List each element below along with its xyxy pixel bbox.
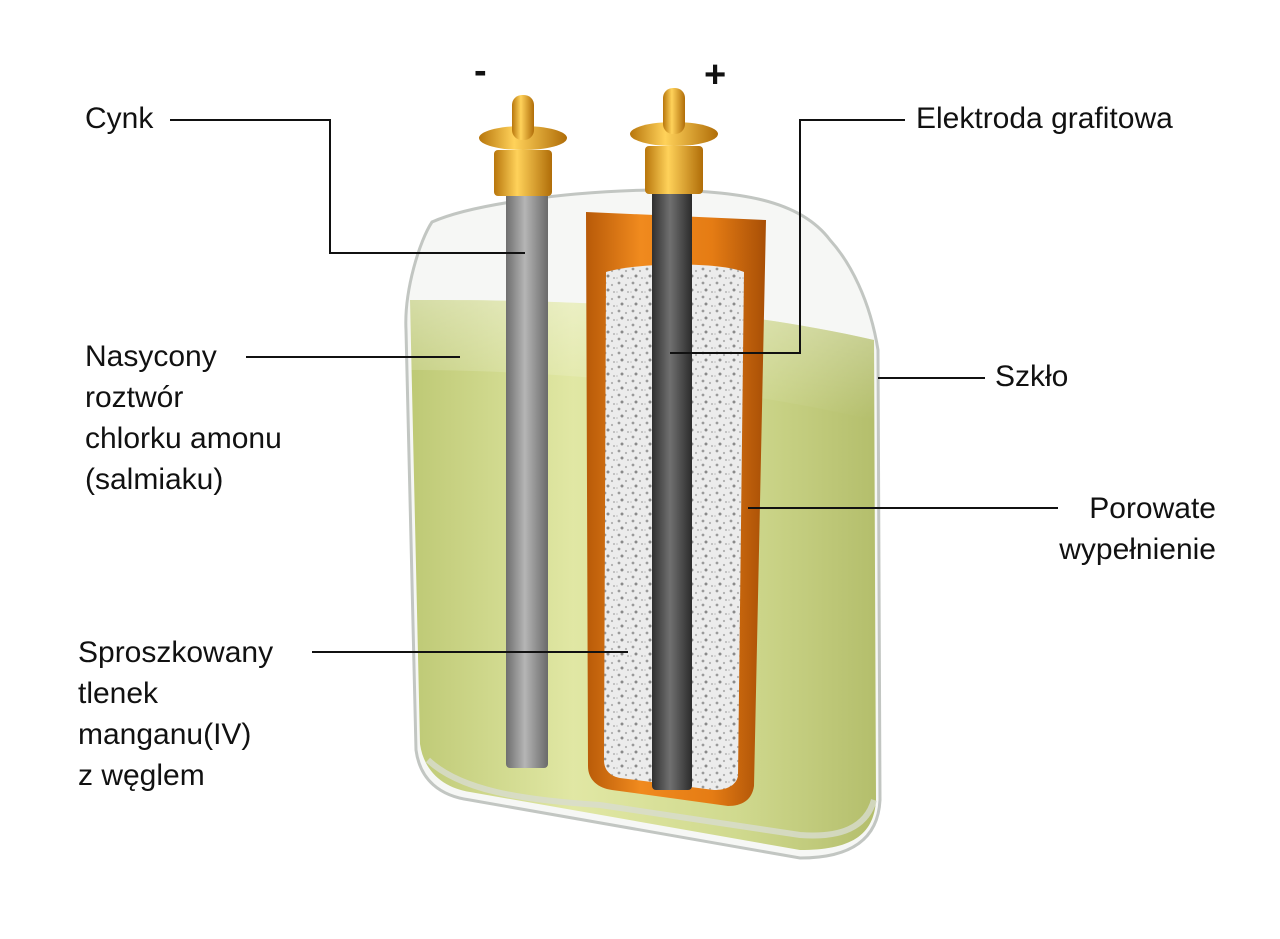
label-graphite-line-1: Elektroda grafitowa bbox=[916, 102, 1173, 135]
positive-terminal-cap bbox=[630, 88, 718, 194]
label-ammonium-chloride-solution: Nasycony roztwór chlorku amonu (salmiaku… bbox=[85, 336, 282, 500]
label-solution-line-3: chlorku amonu bbox=[85, 422, 282, 455]
label-graphite-electrode: Elektroda grafitowa bbox=[916, 98, 1173, 139]
leader-line-zinc bbox=[170, 119, 525, 254]
negative-terminal-cap bbox=[479, 95, 567, 196]
leader-line-graphite bbox=[670, 119, 905, 354]
label-powder-line-3: manganu(IV) bbox=[78, 718, 252, 751]
label-glass: Szkło bbox=[995, 356, 1068, 397]
label-powder-line-4: z węglem bbox=[78, 759, 205, 792]
label-solution-line-2: roztwór bbox=[85, 381, 184, 414]
label-powder-line-2: tlenek bbox=[78, 677, 159, 710]
label-porous-line-2: wypełnienie bbox=[1059, 533, 1216, 566]
jar-bottom-rim bbox=[425, 757, 877, 839]
label-solution-line-4: (salmiaku) bbox=[85, 463, 224, 496]
label-solution-line-1: Nasycony bbox=[85, 340, 217, 373]
label-manganese-dioxide-carbon: Sproszkowany tlenek manganu(IV) z węglem bbox=[78, 632, 273, 796]
positive-terminal-sign: + bbox=[704, 54, 727, 96]
label-zinc: Cynk bbox=[85, 98, 153, 139]
graphite-rod bbox=[652, 190, 692, 790]
label-porous-line-1: Porowate bbox=[1089, 492, 1216, 525]
zinc-rod bbox=[506, 190, 548, 768]
negative-terminal-sign: - bbox=[474, 50, 487, 92]
label-glass-line-1: Szkło bbox=[995, 360, 1069, 393]
label-powder-line-1: Sproszkowany bbox=[78, 636, 274, 669]
label-porous-filling: Porowate wypełnienie bbox=[1030, 488, 1216, 570]
label-zinc-line-1: Cynk bbox=[85, 102, 154, 135]
